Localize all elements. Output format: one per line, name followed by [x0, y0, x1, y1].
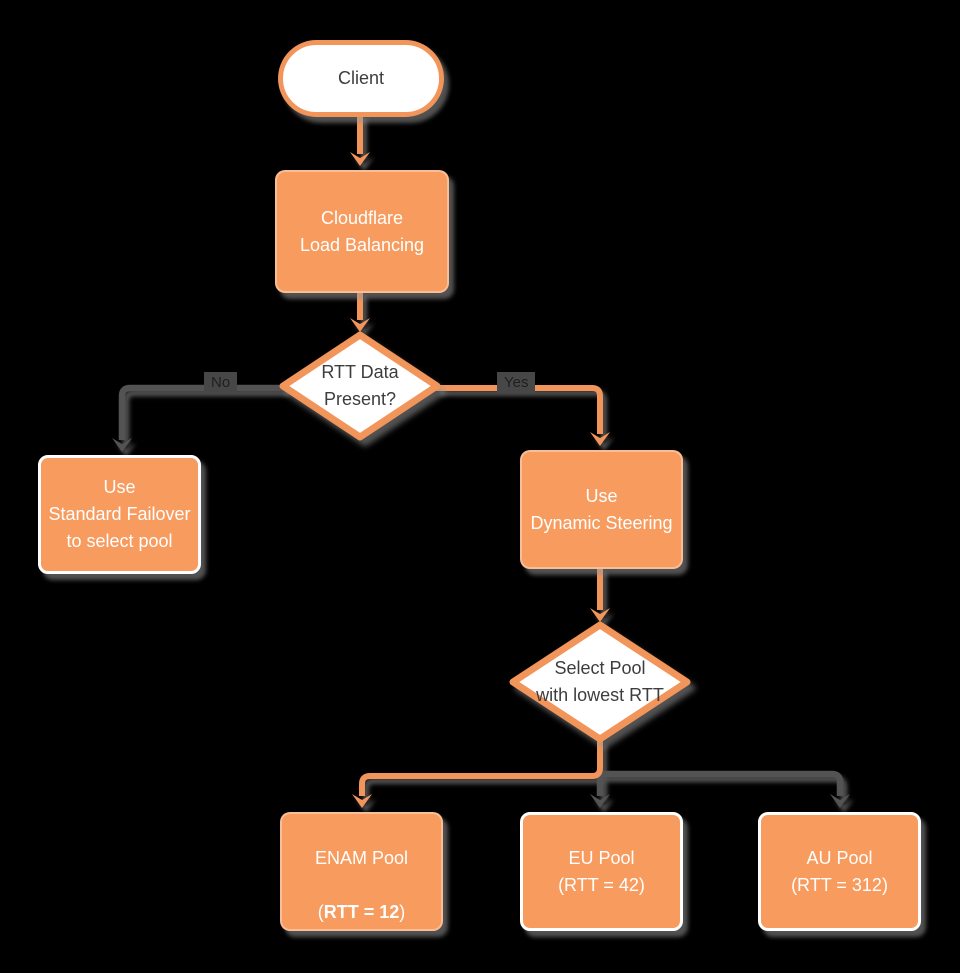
node-select-pool: Select Pool with lowest RTT — [508, 620, 692, 744]
node-load-balancer: Cloudflare Load Balancing — [275, 170, 449, 293]
node-eu-pool: EU Pool (RTT = 42) — [520, 812, 683, 931]
node-enam-pool: ENAM Pool (RTT = 12) — [280, 812, 443, 931]
edge-select-pool-to-au — [600, 770, 844, 796]
enam-pool-rtt-close: ) — [399, 901, 406, 922]
arrowhead-dynamic-steering — [590, 432, 610, 446]
select-pool-label: Select Pool with lowest RTT — [536, 658, 664, 705]
node-dynamic-steering: Use Dynamic Steering — [520, 450, 683, 569]
enam-pool-rtt-open: ( — [317, 901, 324, 922]
enam-pool-rtt-value: RTT = 12 — [323, 901, 400, 922]
arrowhead-au-pool — [830, 794, 850, 808]
edge-no-to-standard-failover — [118, 384, 286, 440]
edge-select-pool-to-enam — [359, 740, 603, 796]
arrowhead-standard-failover — [112, 438, 132, 452]
enam-pool-title: ENAM Pool — [314, 847, 409, 868]
enam-pool-label: ENAM Pool (RTT = 12) — [315, 818, 408, 926]
rtt-decision-diamond-shape — [279, 331, 441, 441]
node-rtt-decision: RTT Data Present? — [278, 330, 442, 442]
arrowhead-load-balancer — [350, 152, 370, 166]
node-au-pool: AU Pool (RTT = 312) — [758, 812, 921, 931]
arrowhead-enam-pool — [352, 794, 372, 808]
edge-yes-to-dynamic-steering — [436, 385, 603, 434]
node-client: Client — [278, 40, 444, 117]
edge-label-yes: Yes — [497, 372, 536, 393]
arrowhead-rtt-decision — [350, 318, 370, 332]
node-standard-failover: Use Standard Failover to select pool — [38, 455, 201, 574]
edge-label-no: No — [204, 372, 238, 393]
select-pool-diamond-shape — [509, 621, 691, 743]
arrowhead-select-pool — [590, 608, 610, 622]
arrowhead-eu-pool — [590, 794, 610, 808]
rtt-decision-label: RTT Data Present? — [321, 362, 399, 409]
